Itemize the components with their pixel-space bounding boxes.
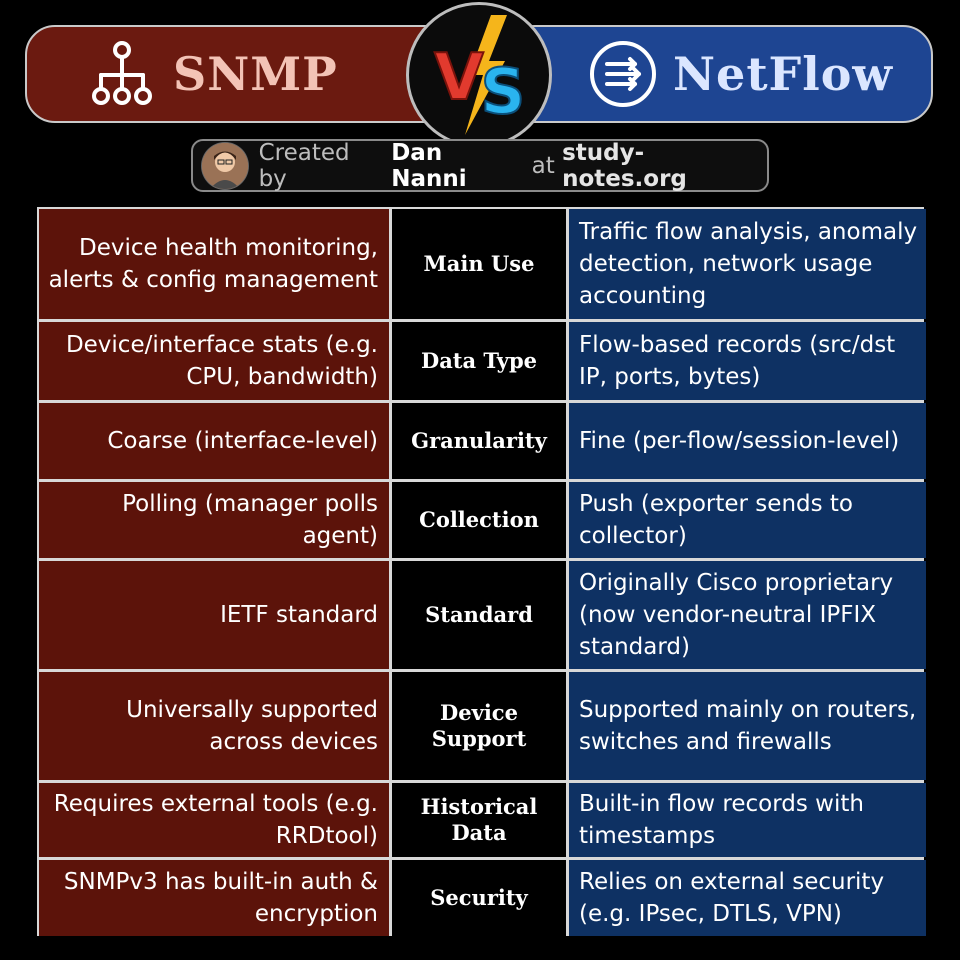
aspect-cell-granularity: Granularity xyxy=(392,403,566,479)
vs-letter-v: V xyxy=(434,41,484,115)
vs-letter-s: S xyxy=(481,55,526,128)
snmp-cell-collection: Polling (manager polls agent) xyxy=(39,482,389,558)
aspect-cell-standard: Standard xyxy=(392,561,566,669)
snmp-banner: SNMP xyxy=(25,25,455,123)
vs-badge: V S xyxy=(406,2,552,148)
aspect-cell-historical-data: Historical Data xyxy=(392,783,566,857)
netflow-cell-data-type: Flow-based records (src/dst IP, ports, b… xyxy=(569,322,926,400)
author-avatar xyxy=(201,141,249,190)
aspect-cell-device-support: Device Support xyxy=(392,672,566,780)
netflow-cell-security: Relies on external security (e.g. IPsec,… xyxy=(569,860,926,936)
netflow-cell-device-support: Supported mainly on routers, switches an… xyxy=(569,672,926,780)
credit-middle: at xyxy=(531,152,555,179)
aspect-cell-data-type: Data Type xyxy=(392,322,566,400)
snmp-title: SNMP xyxy=(173,47,338,101)
credit-prefix: Created by xyxy=(258,139,350,192)
netflow-cell-historical-data: Built-in flow records with timestamps xyxy=(569,783,926,857)
lightning-bolt-icon: V S xyxy=(433,15,526,135)
credit-site: study-notes.org xyxy=(562,139,687,192)
snmp-cell-granularity: Coarse (interface-level) xyxy=(39,403,389,479)
netflow-cell-standard: Originally Cisco proprietary (now vendor… xyxy=(569,561,926,669)
aspect-cell-collection: Collection xyxy=(392,482,566,558)
aspect-cell-main-use: Main Use xyxy=(392,209,566,319)
comparison-table: Device health monitoring, alerts & confi… xyxy=(37,207,926,936)
snmp-cell-main-use: Device health monitoring, alerts & confi… xyxy=(39,209,389,319)
netflow-banner: NetFlow xyxy=(505,25,933,123)
snmp-cell-device-support: Universally supported across devices xyxy=(39,672,389,780)
snmp-cell-historical-data: Requires external tools (e.g. RRDtool) xyxy=(39,783,389,857)
flow-arrows-icon xyxy=(590,41,656,107)
netflow-cell-collection: Push (exporter sends to collector) xyxy=(569,482,926,558)
snmp-cell-data-type: Device/interface stats (e.g. CPU, bandwi… xyxy=(39,322,389,400)
aspect-cell-security: Security xyxy=(392,860,566,936)
hierarchy-tree-icon xyxy=(92,41,152,105)
snmp-cell-security: SNMPv3 has built-in auth & encryption xyxy=(39,860,389,936)
credit-bar: Created by Dan Nanni at study-notes.org xyxy=(191,139,769,192)
netflow-cell-granularity: Fine (per-flow/session-level) xyxy=(569,403,926,479)
credit-author: Dan Nanni xyxy=(391,139,467,192)
netflow-title: NetFlow xyxy=(673,47,893,101)
snmp-cell-standard: IETF standard xyxy=(39,561,389,669)
netflow-cell-main-use: Traffic flow analysis, anomaly detection… xyxy=(569,209,926,319)
